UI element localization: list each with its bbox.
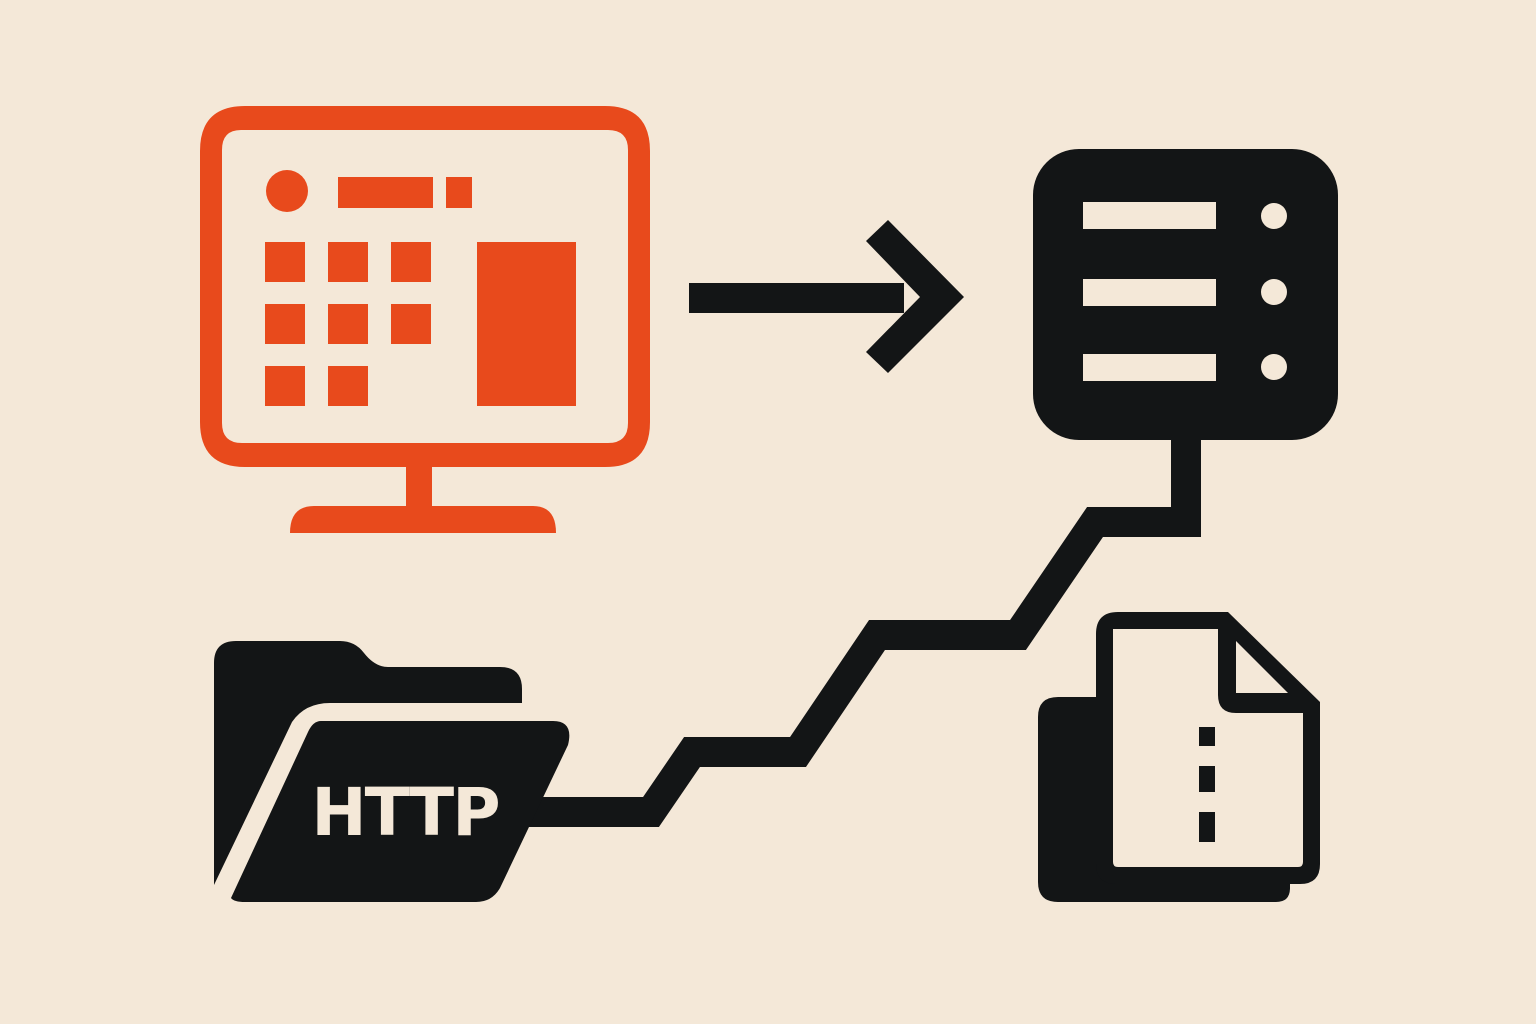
document-fold (1236, 641, 1288, 693)
server-icon (1033, 149, 1338, 440)
monitor-stand (290, 506, 556, 533)
screen-grid-cell (391, 242, 431, 282)
folder-label: HTTP (311, 774, 498, 851)
document-icon (1038, 612, 1320, 902)
monitor-icon (200, 106, 650, 533)
folder-front (231, 721, 570, 902)
arrow-right-icon (689, 220, 964, 373)
server-bay-2 (1083, 279, 1216, 306)
screen-grid-cell (391, 304, 431, 344)
server-bay-3 (1083, 354, 1216, 381)
screen-title-badge (446, 177, 472, 208)
screen-avatar-dot (266, 170, 308, 212)
arrow-head (866, 220, 964, 373)
document-mark-2 (1199, 766, 1215, 792)
screen-side-panel (477, 242, 576, 406)
document-mark-1 (1199, 727, 1215, 746)
server-led-3 (1261, 354, 1287, 380)
screen-content (265, 170, 576, 406)
folder-icon: HTTP (214, 641, 570, 902)
stepped-connector-line (521, 437, 1201, 827)
server-led-1 (1261, 203, 1287, 229)
screen-grid-cell (265, 304, 305, 344)
server-bay-1 (1083, 202, 1216, 229)
screen-grid-cell (265, 242, 305, 282)
arrow-shaft (689, 283, 904, 313)
monitor-frame (200, 106, 650, 467)
screen-grid-cell (265, 366, 305, 406)
document-mark-3 (1199, 812, 1215, 842)
screen-grid-cell (328, 242, 368, 282)
screen-grid-cell (328, 304, 368, 344)
folder-back (214, 641, 522, 885)
screen-title-bar (338, 177, 433, 208)
document-page (1113, 629, 1303, 867)
screen-grid-cell (328, 366, 368, 406)
monitor-neck (406, 465, 432, 508)
server-led-2 (1261, 279, 1287, 305)
